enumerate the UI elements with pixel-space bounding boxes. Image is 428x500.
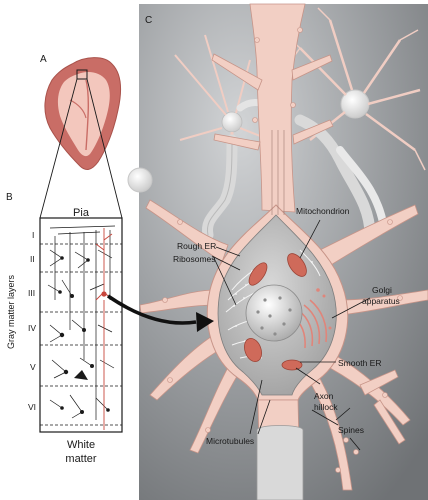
label-golgi-line2: apparatus [362,296,400,306]
axon [256,399,304,500]
brain-white-matter [57,72,110,157]
zoom-arrow [107,294,214,332]
layers-bottom-label-1: White [67,439,95,451]
main-neuron-dendrites [139,3,428,491]
layer-numerals: I II III IV V VI [28,230,36,412]
label-microtubules: Microtubules [206,436,254,446]
layer-label-6: VI [28,402,36,412]
layer-boundaries [40,243,122,426]
ribosomes [233,261,313,342]
panel-c: C Mitochondrion Rough ER Ribosomes Golgi… [127,3,428,500]
layer-label-5: V [30,362,36,372]
brain-sulcus-2 [69,99,87,119]
label-axon-line1: Axon [314,391,334,401]
brain-zoom-box [76,69,88,80]
layer-label-4: IV [28,323,36,333]
nucleus [245,284,303,342]
highlighted-pyramidal-neuron [95,228,113,430]
label-ribosomes: Ribosomes [173,254,216,264]
layer-label-3: III [28,288,35,298]
panel-c-letter: C [145,15,152,26]
panel-b: B Pia [6,192,123,465]
panel-a: A [39,54,123,219]
layer-label-1: I [32,230,34,240]
brain-sulcus [85,79,90,151]
background-neuron-edge [127,167,153,193]
label-rough-er: Rough ER [177,241,216,251]
label-smooth-er: Smooth ER [338,358,381,368]
label-golgi-line1: Golgi [372,285,392,295]
panel-a-letter: A [40,54,47,65]
label-axon-line2: hillock [314,402,338,412]
dendritic-spines [162,27,403,473]
layers-top-label: Pia [73,207,90,219]
layers-bottom-label-2: matter [65,453,97,465]
zoom-lines [39,78,123,219]
label-mitochondrion: Mitochondrion [296,206,350,216]
label-spines: Spines [338,425,364,435]
layers-box [39,217,123,433]
mitochondria [244,253,307,371]
leader-lines [211,219,371,451]
panel-b-letter: B [6,192,13,203]
layer-label-2: II [30,254,35,264]
cortical-somata [58,256,110,414]
layers-side-label: Gray matter layers [6,274,16,349]
